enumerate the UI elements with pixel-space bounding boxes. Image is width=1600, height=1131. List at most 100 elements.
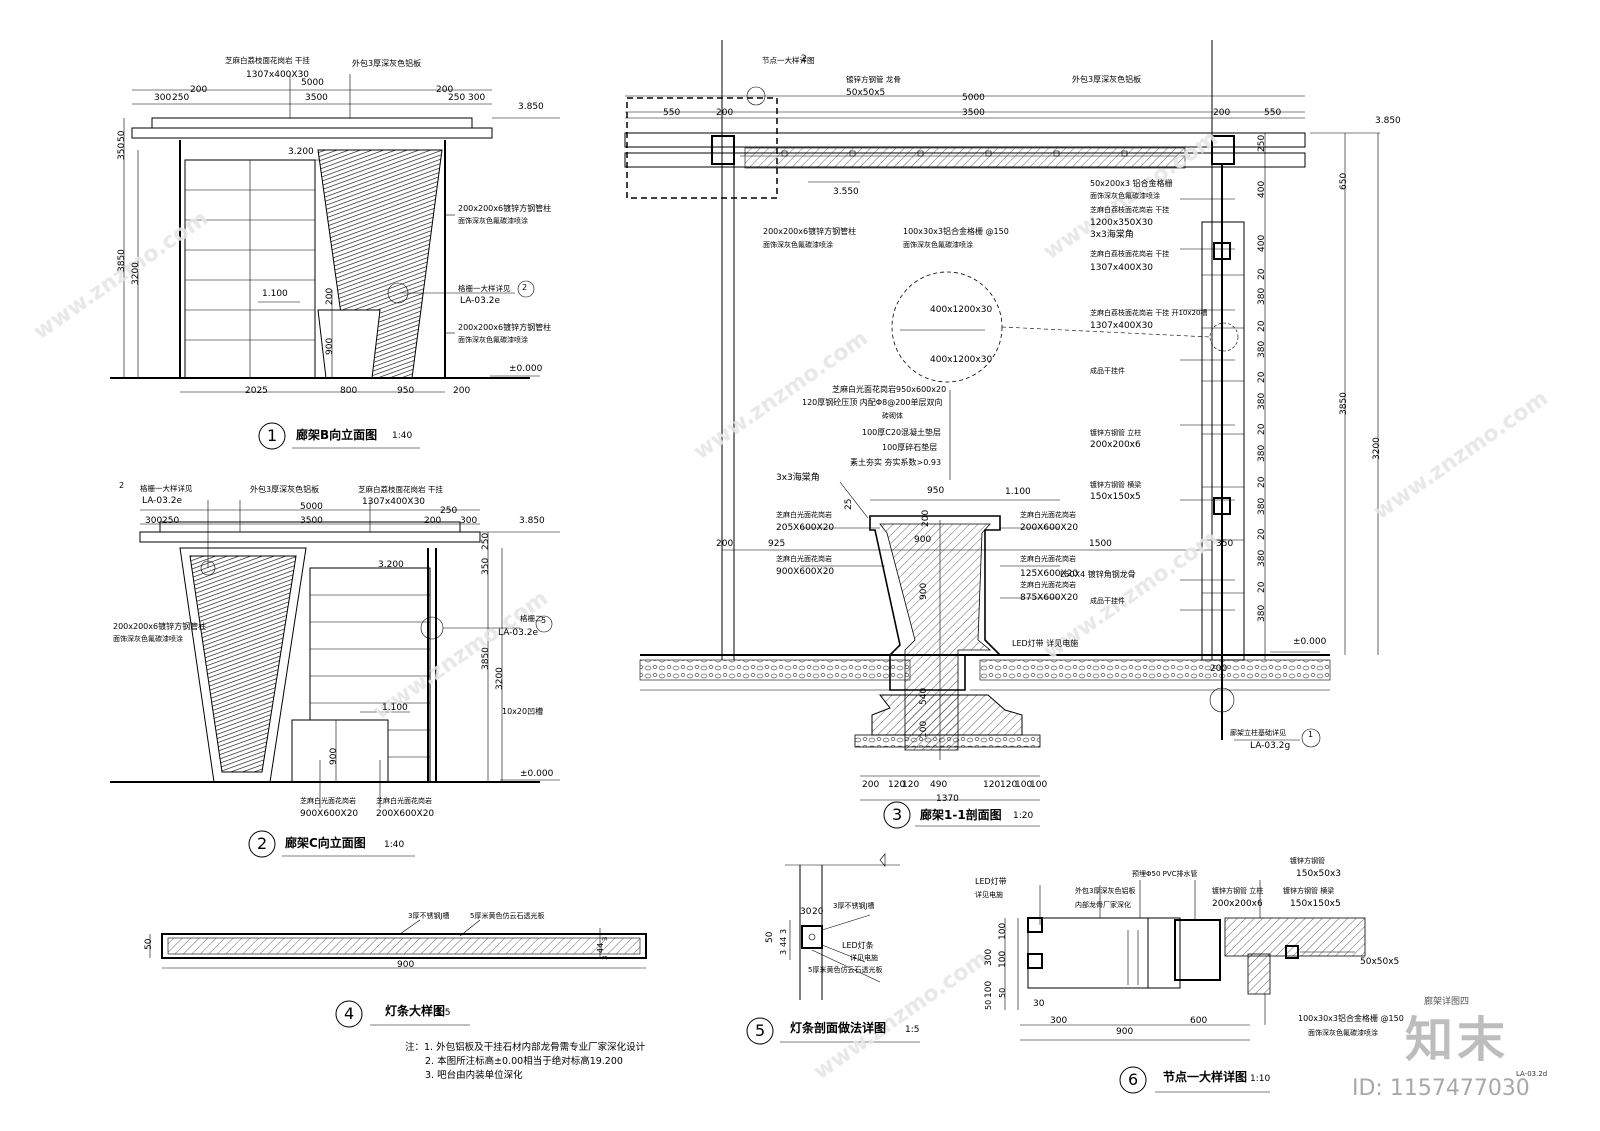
label-views-v3-dims_mid-2: 200 <box>921 509 931 527</box>
label-views-v3-labels-led: LED灯带 详见电施 <box>1012 639 1079 648</box>
view-5-light-section <box>746 853 920 1045</box>
v4-title-circle <box>335 1000 363 1028</box>
label-views-v6-labels-grille: 100x30x3铝合金格栅 @150 <box>1298 1014 1404 1023</box>
label-views-v2-labels-column: 200x200x6镀锌方钢管柱 <box>113 622 207 631</box>
label-views-v6-dims_bottom-0: 300 <box>1050 1016 1068 1026</box>
label-views-v1-title: 廊架B向立面图 <box>296 428 378 442</box>
label-views-v6-labels-tube_size: 150x50x3 <box>1296 869 1342 879</box>
label-views-v3-labels-layers-3: 100厚C20混凝土垫层 <box>862 428 942 437</box>
label-views-v6-labels-beam: 镀锌方钢管 横梁 <box>1283 887 1335 895</box>
sheet-title: 廊架详图四 <box>1424 997 1470 1007</box>
label-views-v3-dims_right-15: 20 <box>1257 581 1267 593</box>
label-views-v2-dims_right-3: 3200 <box>495 667 505 690</box>
label-views-v3-dims_top1-0: 5000 <box>962 93 985 103</box>
label-views-v1-dims_top2-2: 200 <box>190 85 208 95</box>
v3-title-circle <box>883 801 911 829</box>
label-views-v6-labels-col_size: 200x200x6 <box>1212 899 1263 909</box>
label-views-v2-labels-stone_a_size: 900X600X20 <box>300 809 359 819</box>
label-views-v5-title: 灯条剖面做法详图 <box>790 1021 887 1035</box>
label-views-v1-labels-grille_ref_no: LA-03.2e <box>460 296 501 306</box>
label-views-v2-labels-grille_ref_circle: 2 <box>119 481 125 490</box>
label-views-v3-labels-s3: 芝麻白荔枝面花岗岩 干挂 开10x20槽 <box>1090 309 1208 317</box>
label-views-v3-labels-layers-5: 素土夯实 夯实系数>0.93 <box>850 458 942 467</box>
label-views-v5-dims-3: 3 <box>779 928 788 934</box>
label-views-v3-dims_mid-3: 900 <box>914 535 932 545</box>
label-views-v3-dims_right-7: 20 <box>1257 371 1267 383</box>
label-views-v1-labels-column1: 200x200x6镀锌方钢管柱 <box>458 204 552 213</box>
label-views-v1-levels-3: ±0.000 <box>509 364 543 374</box>
v5-light-box <box>801 925 823 949</box>
v3-detail-circle <box>891 271 1003 383</box>
label-views-v3-labels-rs3size: 875X600X20 <box>1020 593 1079 603</box>
label-views-v3-dims_bottom-5: 120 <box>1000 780 1018 790</box>
label-views-v1-labels-grille_ref: 格栅一大样详见 <box>458 284 511 293</box>
label-views-v2-levels-2: 1.100 <box>382 703 408 713</box>
label-views-v3-labels-col: 200x200x6镀锌方钢管柱 <box>763 227 857 236</box>
label-views-v3-dims_right-14: 380 <box>1257 549 1267 567</box>
label-views-v1-labels-stone_top: 芝麻白荔枝面花岗岩 干挂 <box>225 56 310 65</box>
label-views-v1-dims_top2-0: 300 <box>154 93 172 103</box>
view-4-light-strip <box>149 919 647 1028</box>
label-views-v3-labels-beam: 镀锌方钢管 横梁 <box>1090 481 1142 489</box>
view-1-elevation-b <box>110 74 560 450</box>
v1-roof-plate <box>131 127 493 139</box>
label-views-v6-labels-led2: 详见电施 <box>975 891 1003 899</box>
label-views-v3-dims_mid-7: 200 <box>716 539 734 549</box>
label-views-v2-labels-alu_top: 外包3厚深灰色铝板 <box>250 485 320 494</box>
label-views-v3-labels-keel_size: 50x50x5 <box>846 88 886 98</box>
label-views-v3-dims_bottom-2: 120 <box>902 780 920 790</box>
label-views-v5-l4: 5厚米黄色仿云石透光板 <box>808 966 883 974</box>
label-views-v3-dims_right-0: 250 <box>1257 134 1267 152</box>
label-views-v1-labels-column2: 200x200x6镀锌方钢管柱 <box>458 323 552 332</box>
label-views-v3-dims_mid-10: 540 <box>919 687 929 705</box>
label-views-v2-dims_top2-1: 250 <box>162 516 180 526</box>
label-views-v6-labels-beam_size: 150x150x5 <box>1290 899 1341 909</box>
label-views-v2-dims_right-1: 350 <box>481 557 491 575</box>
label-views-v3-title: 廊架1-1剖面图 <box>920 808 1002 822</box>
label-views-v2-dims_right-0: 250 <box>481 532 491 550</box>
label-views-v1-labels-column2b: 面饰深灰色氟碳漆喷涂 <box>458 336 528 344</box>
label-views-v3-dims_right-8: 380 <box>1257 392 1267 410</box>
label-views-v6-labels-pvc: 预埋Φ50 PVC排水管 <box>1132 870 1198 878</box>
label-views-v3-labels-alu_grilleb: 面饰深灰色氟碳漆喷涂 <box>1090 192 1160 200</box>
label-views-v3-levels-3: ±0.000 <box>1293 637 1327 647</box>
label-views-v1-levels-0: 3.850 <box>518 102 544 112</box>
label-views-v1-dims_left-0: 50 <box>117 130 127 142</box>
label-views-v3-labels-rs1size: 200X600X20 <box>1020 523 1079 533</box>
label-views-v3-scale: 1:20 <box>1013 811 1034 821</box>
label-views-v3-dims_right-9: 20 <box>1257 423 1267 435</box>
note-1: 1. 外包铝板及干挂石材内部龙骨需专业厂家深化设计 <box>424 1042 646 1053</box>
label-views-v4-dims-3: 44 <box>596 942 605 953</box>
label-views-v1-dims_top1-0: 5000 <box>301 78 324 88</box>
label-views-v2-labels-groove: 10x20凹槽 <box>502 707 544 716</box>
label-views-v1-dims_top2-6: 300 <box>468 93 486 103</box>
label-views-v1-dims_left-3: 3200 <box>131 262 141 285</box>
label-views-v3-dims_mid-5: 925 <box>768 539 786 549</box>
v2-roof-plate <box>139 531 481 543</box>
label-views-v1-dims_bottom-0: 2025 <box>245 386 268 396</box>
label-views-v3-levels-2: 1.100 <box>1005 487 1031 497</box>
label-views-v6-labels-grilleb: 面饰深灰色氟碳漆喷涂 <box>1308 1029 1378 1037</box>
label-views-v3-labels-found_no: LA-03.2g <box>1250 741 1291 751</box>
v6-column <box>1174 919 1221 981</box>
label-views-v4-title: 灯条大样图 <box>385 1004 446 1018</box>
label-views-v3-dims_top2-0: 550 <box>663 108 681 118</box>
label-views-v3-labels-grilleb: 面饰深灰色氟碳漆喷涂 <box>903 241 973 249</box>
label-views-v2-dims_top2-0: 300 <box>145 516 163 526</box>
v2-grille <box>189 555 297 773</box>
label-views-v3-labels-rs2: 芝麻白光面花岗岩 <box>1020 555 1076 563</box>
label-views-v5-l1: 3厚不锈钢J槽 <box>833 902 875 910</box>
label-views-v1-labels-stone_top_size: 1307x400X30 <box>246 70 310 80</box>
label-views-v3-labels-rs3: 芝麻白光面花岗岩 <box>1020 581 1076 589</box>
label-views-v6-num: 6 <box>1128 1070 1139 1089</box>
v2-title-circle <box>248 830 276 858</box>
label-views-v3-levels-0: 3.850 <box>1375 116 1401 126</box>
label-views-v3-dims_right-12: 380 <box>1257 497 1267 515</box>
label-views-v3-dims_top2-1: 200 <box>716 108 734 118</box>
label-views-v3-dims_mid-4: 900 <box>919 582 929 600</box>
label-views-v3-dims_mid-9: 200 <box>1210 664 1228 674</box>
label-views-v4-dims-1: 50 <box>144 938 154 950</box>
label-views-v3-dims_right-13: 20 <box>1257 528 1267 540</box>
label-views-v3-labels-ls1size: 205X600X20 <box>776 523 835 533</box>
label-views-v6-dims_left-0: 300 <box>984 948 994 966</box>
